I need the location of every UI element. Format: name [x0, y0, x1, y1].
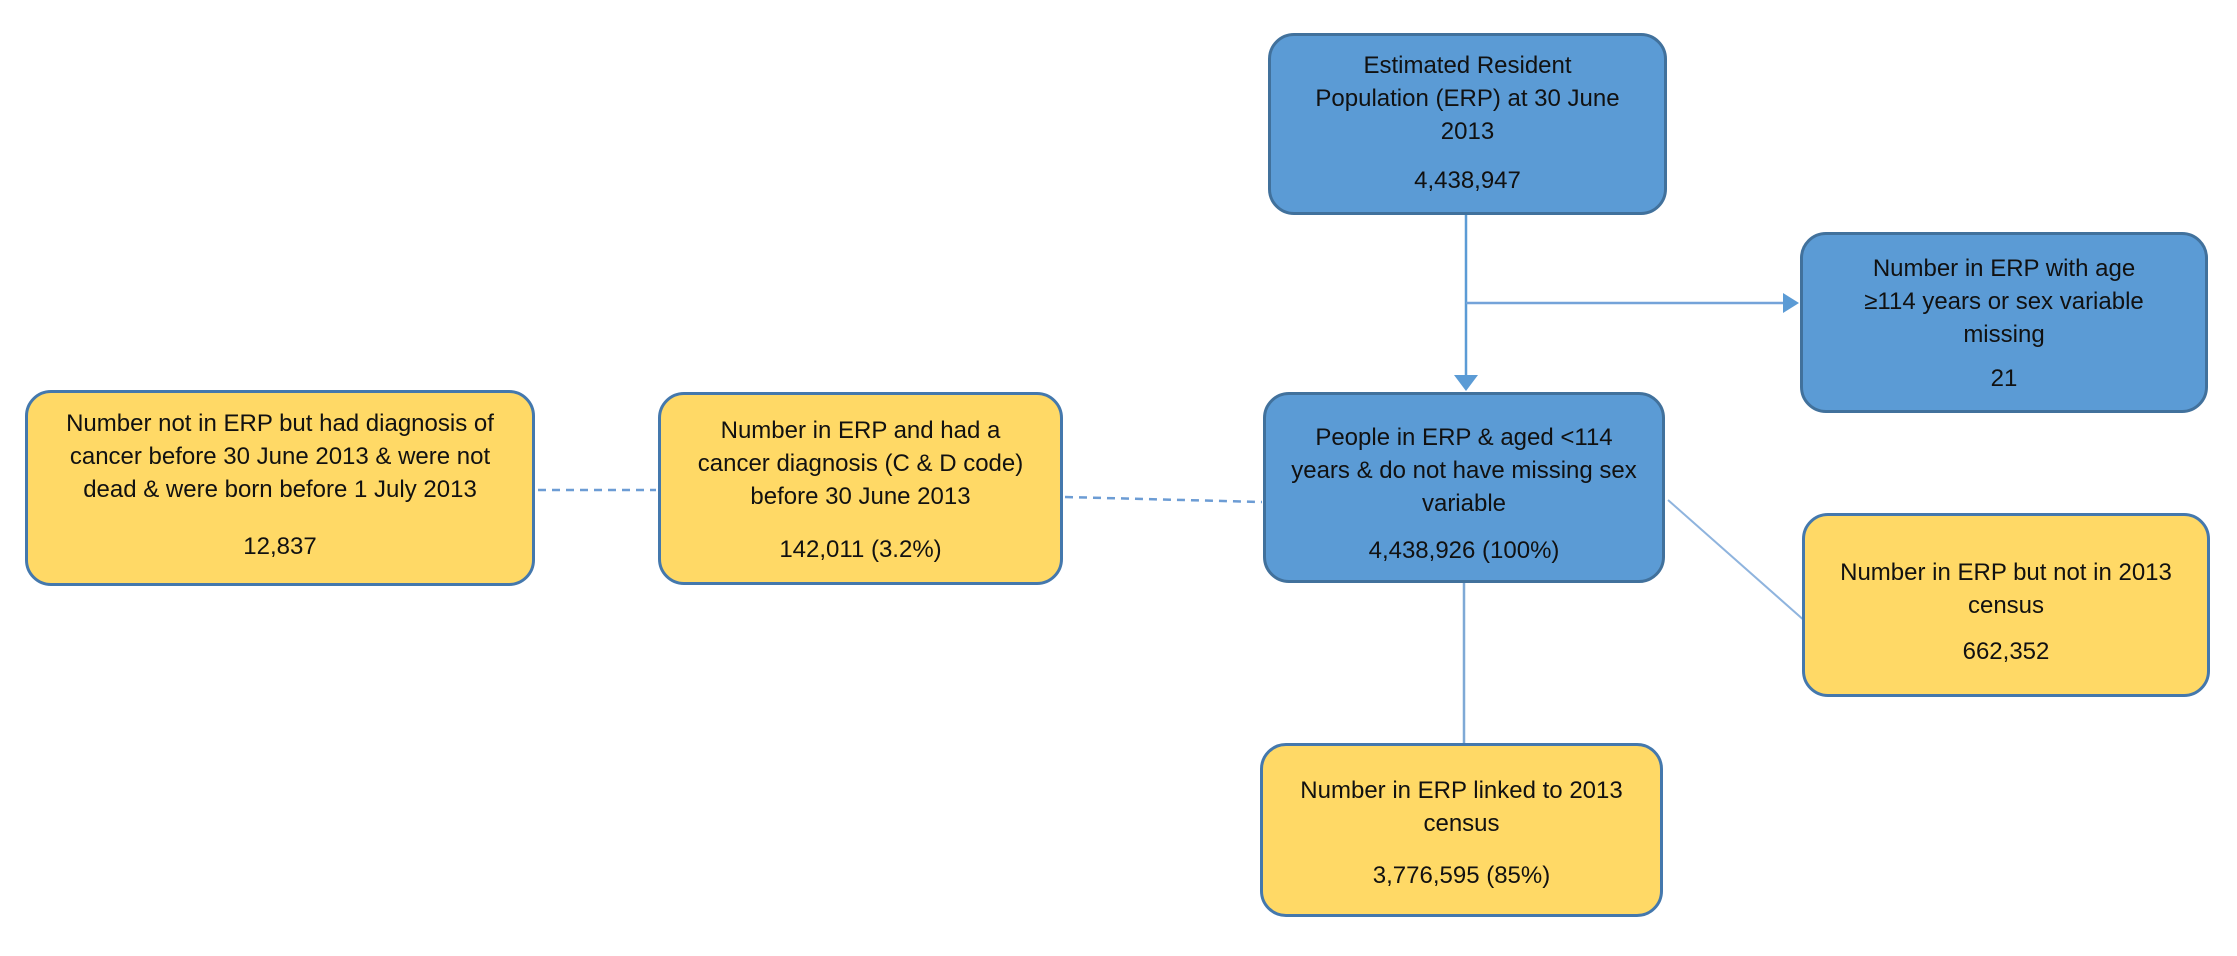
node-label: Estimated Resident Population (ERP) at 3…: [1315, 52, 1620, 146]
node-value: 21: [1990, 364, 2018, 392]
node-label: People in ERP & aged <114 years & do not…: [1291, 424, 1637, 518]
node-people-in-erp-valid: People in ERP & aged <114 years & do not…: [1263, 392, 1665, 583]
node-value: 662,352: [1962, 637, 2050, 665]
arrow-right-icon: [1783, 293, 1799, 313]
arrow-down-icon: [1454, 375, 1478, 391]
node-label: Number in ERP linked to 2013 census: [1300, 777, 1623, 838]
node-age-114-or-sex-missing: Number in ERP with age ≥114 years or sex…: [1800, 232, 2208, 413]
node-not-in-erp-cancer-diagnosis: Number not in ERP but had diagnosis of c…: [25, 390, 535, 586]
node-value: 4,438,947: [1414, 166, 1521, 194]
node-value: 4,438,926 (100%): [1368, 536, 1560, 564]
node-label: Number in ERP and had a cancer diagnosis…: [697, 417, 1024, 511]
node-label: Number in ERP but not in 2013 census: [1840, 559, 2172, 620]
node-label: Number in ERP with age ≥114 years or sex…: [1864, 255, 2144, 349]
node-estimated-resident-population: Estimated Resident Population (ERP) at 3…: [1268, 33, 1667, 215]
node-label: Number not in ERP but had diagnosis of c…: [66, 410, 494, 504]
node-in-erp-cancer-diagnosis: Number in ERP and had a cancer diagnosis…: [658, 392, 1063, 585]
node-value: 12,837: [243, 532, 317, 560]
node-value: 3,776,595 (85%): [1372, 861, 1551, 889]
connector-people-to-notcensus: [1667, 499, 1807, 623]
node-in-erp-linked-to-census: Number in ERP linked to 2013 census 3,77…: [1260, 743, 1663, 917]
connector-cancer-to-people: [1064, 495, 1263, 504]
node-in-erp-not-in-census: Number in ERP but not in 2013 census 662…: [1802, 513, 2210, 697]
node-value: 142,011 (3.2%): [779, 535, 942, 563]
